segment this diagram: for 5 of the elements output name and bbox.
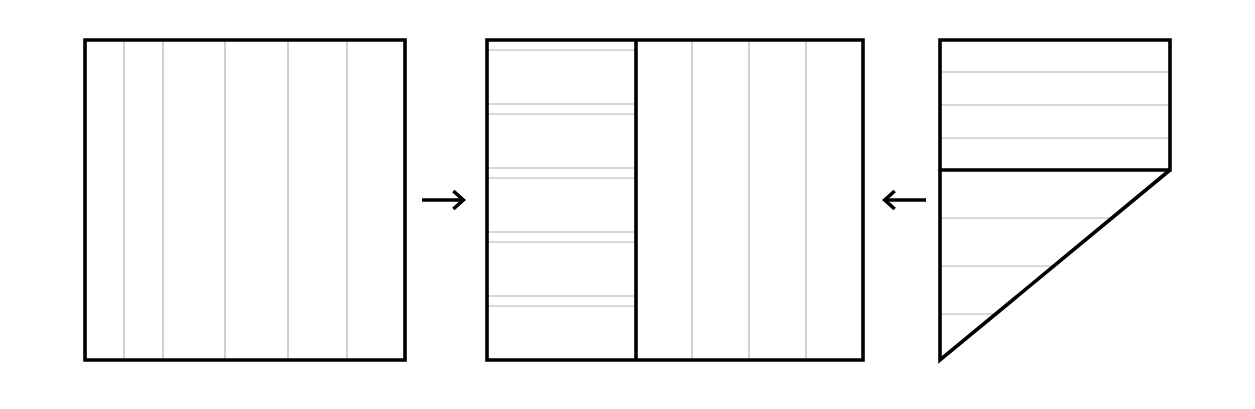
arrow	[882, 189, 926, 211]
arrow	[422, 189, 466, 211]
panel-drawing	[83, 38, 407, 362]
panel-drawing	[938, 38, 1172, 364]
panel-drawing	[485, 38, 865, 362]
